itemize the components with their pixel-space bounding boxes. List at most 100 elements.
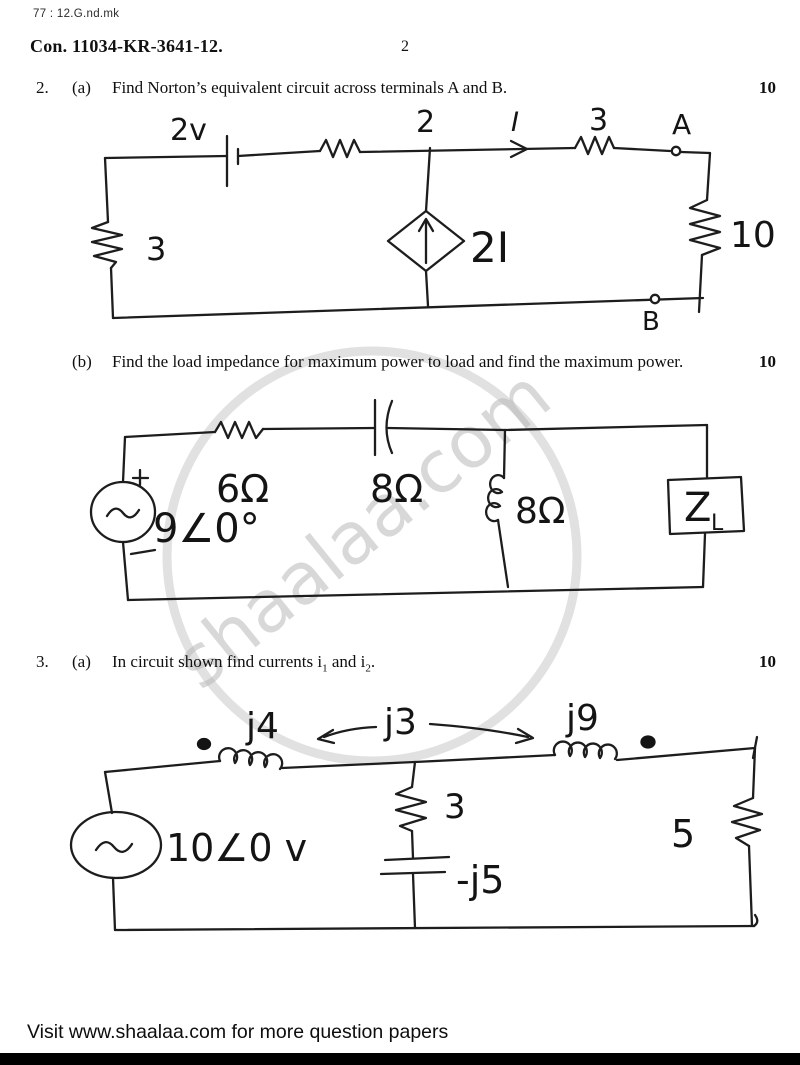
circuit-coupled-labels: j4 j3 j9 3 -j5 5 10∠0 v: [166, 698, 695, 902]
wire: [503, 423, 709, 432]
mutual-arrowhead-right: [514, 727, 535, 745]
circuit-coupled: j4 j3 j9 3 -j5 5 10∠0 v: [69, 698, 764, 932]
wire: [280, 753, 557, 770]
resistor-zigzag: [394, 785, 428, 833]
polarity-minus-icon: [129, 548, 157, 556]
resistor-label: 5: [671, 812, 695, 856]
exam-code: Con. 11034-KR-3641-12.: [30, 36, 223, 56]
current-arrow-icon: [509, 139, 529, 159]
wire: [701, 532, 707, 589]
circuit-coupled-wires: [69, 722, 764, 932]
load-label: Z: [684, 485, 711, 531]
terminal-a-label: A: [672, 108, 691, 141]
subscript-2: 2: [365, 662, 371, 675]
source-voltage-label: 10∠0 v: [166, 826, 307, 870]
wire: [358, 146, 577, 154]
dependent-source-label: 2I: [470, 223, 509, 272]
question-2a: 2. (a) Find Norton’s equivalent circuit …: [0, 78, 800, 102]
wire: [109, 266, 115, 320]
wire: [747, 844, 754, 928]
wire: [121, 540, 130, 602]
wire: [236, 149, 322, 158]
wire: [679, 150, 712, 155]
wire: [424, 146, 432, 213]
resistor-zigzag: [90, 220, 124, 270]
inductor-coil: [552, 740, 618, 761]
circuit-norton: 2v 2 I 3 A 10 3 2I B: [90, 103, 776, 337]
page-number: 2: [401, 38, 409, 55]
resistor-zigzag: [730, 796, 764, 848]
question-marks: 10: [759, 352, 776, 371]
wire: [411, 872, 417, 930]
wire: [697, 253, 704, 314]
resistor-label: 6Ω: [216, 467, 269, 511]
terminal-b-label: B: [642, 307, 660, 337]
wire: [496, 518, 510, 589]
terminal-a-node: [670, 145, 682, 157]
resistor-label: 3: [589, 103, 608, 138]
question-marks: 10: [759, 78, 776, 97]
corner-note: 77 : 12.G.nd.mk: [33, 8, 120, 20]
ac-source-circle: [69, 810, 163, 880]
wire: [615, 746, 757, 762]
question-text-main: In circuit shown find currents i: [112, 652, 323, 671]
wire: [113, 924, 756, 932]
source-voltage-label: 2v: [170, 113, 207, 148]
wire: [123, 430, 217, 439]
resistor-label: 3: [444, 787, 466, 827]
circuit-norton-labels: 2v 2 I 3 A 10 3 2I B: [146, 103, 776, 337]
sine-icon: [105, 507, 141, 519]
load-box: [666, 475, 746, 536]
resistor-zigzag: [213, 420, 265, 440]
question-marks: 10: [759, 652, 776, 671]
inductor-coil: [218, 747, 284, 771]
wire: [121, 435, 127, 484]
wire: [111, 876, 117, 932]
resistor-label: 3: [146, 230, 166, 268]
mutual-arrowhead-left: [316, 728, 336, 745]
resistor-label: 2: [416, 105, 435, 140]
wire-hook: [752, 913, 759, 928]
mutual-inductance-label: j3: [383, 702, 417, 743]
question-text-mid: and i: [327, 652, 366, 671]
watermark-circle: [162, 346, 582, 766]
wire: [103, 770, 114, 815]
inductor-label: j9: [565, 698, 599, 739]
question-part: (b): [72, 352, 92, 371]
wire: [126, 585, 705, 602]
footer-link-text: Visit www.shaalaa.com for more question …: [27, 1021, 449, 1043]
capacitor-label: -j5: [456, 858, 504, 902]
polarity-plus-icon: [131, 468, 150, 487]
question-text-end: .: [370, 652, 376, 671]
wire: [612, 146, 672, 153]
coupling-dot-left: [196, 737, 212, 751]
resistor-zigzag: [573, 135, 616, 156]
question-text: Find the load impedance for maximum powe…: [112, 352, 684, 371]
terminal-b-node: [649, 293, 661, 305]
subscript-1: 1: [322, 662, 328, 675]
wire: [410, 829, 415, 860]
load-label-subscript: L: [711, 511, 724, 536]
wire: [751, 746, 757, 800]
wire: [111, 296, 705, 320]
wire: [502, 428, 507, 480]
circuit-max-power-wires: [89, 398, 746, 602]
sine-icon: [94, 841, 134, 853]
inductor-coil: [484, 473, 506, 523]
wire: [103, 759, 222, 774]
capacitor-plate-curved: [385, 399, 394, 455]
circuit-max-power-labels: 9∠0° 6Ω 8Ω 8Ω Z L: [153, 467, 724, 552]
question-number: 3.: [36, 652, 49, 671]
resistor-label: 10: [730, 215, 776, 256]
wire: [410, 760, 417, 789]
inductor-label: j4: [245, 706, 279, 747]
question-2b: (b) Find the load impedance for maximum …: [0, 352, 800, 376]
wire: [386, 426, 507, 432]
question-part: (a): [72, 78, 91, 97]
question-3a: 3. (a) In circuit shown find currents i1…: [0, 652, 800, 676]
capacitor-label: 8Ω: [370, 467, 423, 511]
question-text: In circuit shown find currents i1 and i2…: [112, 652, 376, 675]
wire: [103, 154, 229, 160]
